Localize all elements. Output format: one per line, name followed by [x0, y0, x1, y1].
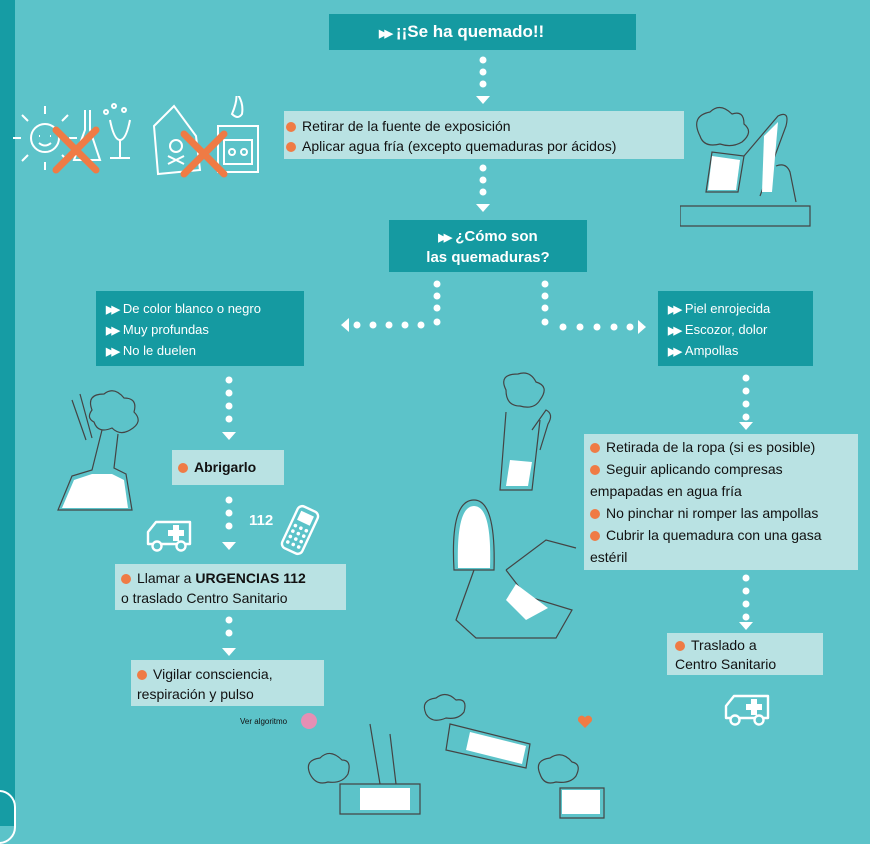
double-chevron-icon: ▶▶	[668, 346, 682, 358]
monitor-box: Vigilar consciencia, respiración y pulso	[131, 660, 324, 706]
call-emergency-box: Llamar a URGENCIAS 112 o traslado Centro…	[115, 564, 346, 610]
mobile-phone-icon	[280, 504, 320, 556]
heart-icon	[577, 715, 593, 728]
double-chevron-icon: ▶▶	[106, 346, 120, 358]
double-chevron-icon: ▶▶	[668, 325, 682, 337]
double-chevron-icon: ▶▶	[106, 325, 120, 337]
flow-connectors	[222, 56, 753, 656]
title-box: ▶▶¡¡Se ha quemado!!	[329, 14, 636, 50]
burned-person-illustration	[57, 390, 139, 511]
see-algorithm-link[interactable]: Ver algoritmo	[240, 717, 288, 726]
sun-chemicals-hazard-icon	[13, 103, 131, 174]
bullet-dot-icon	[590, 465, 600, 475]
mild-features-box: ▶▶Piel enrojecida ▶▶Escozor, dolor ▶▶Amp…	[658, 291, 813, 366]
bullet-dot-icon	[590, 509, 600, 519]
bullet-dot-icon	[590, 531, 600, 541]
ambulance-icon	[724, 694, 770, 726]
bullet-dot-icon	[137, 670, 147, 680]
bullet-dot-icon	[286, 122, 296, 132]
arrow-down-icon	[476, 96, 490, 104]
phone-number: 112	[249, 512, 274, 529]
double-chevron-icon: ▶▶	[668, 304, 682, 316]
left-side-bar	[0, 0, 15, 826]
first-aid-item: Aplicar agua fría (excepto quemaduras po…	[286, 136, 684, 156]
first-aid-box: Retirar de la fuente de exposición Aplic…	[284, 111, 684, 159]
bullet-dot-icon	[178, 463, 188, 473]
person-at-sink-illustration	[680, 106, 811, 227]
transfer-box: Traslado a Centro Sanitario	[667, 633, 823, 675]
action-box: Abrigarlo	[172, 450, 284, 485]
fire-poison-hazard-icon	[152, 96, 259, 178]
severe-features-box: ▶▶De color blanco o negro ▶▶Muy profunda…	[96, 291, 304, 366]
ambulance-icon	[146, 520, 192, 552]
algorithm-link-dot-icon[interactable]	[301, 713, 317, 729]
question-box: ▶▶¿Cómo son las quemaduras?	[389, 220, 587, 272]
bullet-dot-icon	[286, 142, 296, 152]
first-aid-item: Retirar de la fuente de exposición	[286, 116, 684, 136]
bullet-dot-icon	[675, 641, 685, 651]
recovery-position-illustration	[452, 372, 577, 639]
bullet-dot-icon	[590, 443, 600, 453]
bottom-figures-illustration	[307, 693, 605, 819]
double-chevron-icon: ▶▶	[106, 304, 120, 316]
double-chevron-icon: ▶▶	[438, 232, 452, 244]
page-title: ¡¡Se ha quemado!!	[395, 22, 545, 41]
bullet-dot-icon	[121, 574, 131, 584]
mild-actions-box: Retirada de la ropa (si es posible) Segu…	[584, 434, 858, 570]
double-chevron-icon: ▶▶	[379, 28, 393, 40]
